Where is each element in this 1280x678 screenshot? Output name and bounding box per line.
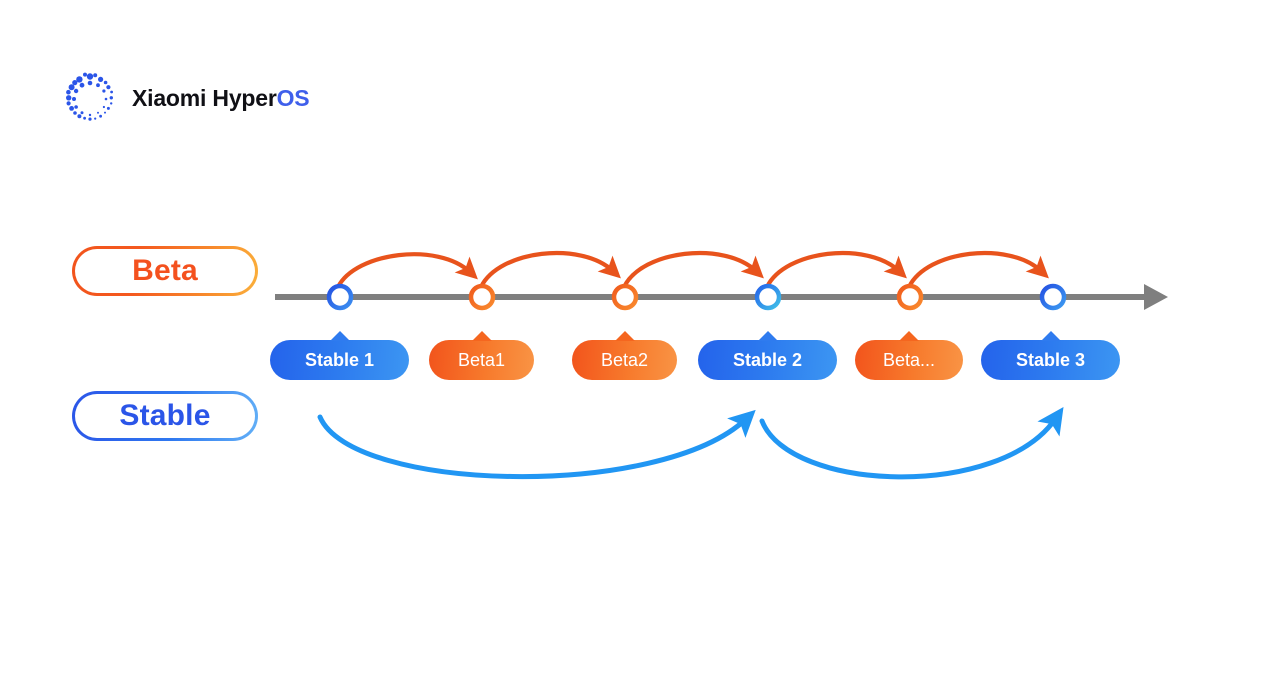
pill-tail-icon [899,331,919,341]
pill-tail-icon [329,331,350,341]
release-pill-label: Beta1 [457,349,506,370]
release-pill-label: Stable 1 [304,349,375,370]
brand-logo-block: Xiaomi HyperOS [62,70,310,126]
release-pill-label: Stable 3 [1015,349,1086,370]
legend-chip-stable[interactable]: Stable [72,391,258,441]
legend-chip-beta-label: Beta [132,254,198,287]
xiaomi-hyperos-dot-ring-icon [66,72,113,121]
timeline-node-ring-icon-stable-2[interactable] [754,283,782,311]
brand-name-primary: Xiaomi Hyper [132,84,277,111]
release-pill-beta-2[interactable]: Beta2 [572,331,677,380]
legend-chip-stable-label: Stable [119,399,211,432]
beta-hop-arrow-3 [621,250,764,290]
brand-name: Xiaomi HyperOS [132,84,310,112]
release-pill-label: Stable 2 [732,349,803,370]
beta-hop-arrow-5 [906,250,1049,290]
pill-tail-icon [1040,331,1061,341]
timeline-nodes [326,283,1067,311]
release-pill-beta-1[interactable]: Beta1 [429,331,534,380]
release-pill-stable-3[interactable]: Stable 3 [981,331,1120,380]
beta-hop-arrow-1 [335,252,478,290]
stable-hop-arrow-1 [317,409,756,480]
release-pill-stable-1[interactable]: Stable 1 [270,331,409,380]
timeline-node-ring-icon-stable-3[interactable] [1039,283,1067,311]
timeline-axis [275,284,1168,310]
brand-name-accent: OS [276,84,310,111]
beta-hop-arrow-2 [478,250,621,290]
release-pill-label: Beta2 [600,349,649,370]
pill-tail-icon [757,331,778,341]
timeline-arrow-right-icon [1144,284,1168,310]
release-pill-label: Beta... [882,349,936,370]
timeline-node-ring-icon-beta-2[interactable] [611,283,639,311]
pill-tail-icon [471,331,492,341]
release-pill-stable-2[interactable]: Stable 2 [698,331,837,380]
beta-hop-arrow-4 [764,250,907,290]
legend-chip-beta[interactable]: Beta [72,246,258,296]
timeline-node-ring-icon-beta-1[interactable] [468,283,496,311]
pill-tail-icon [614,331,635,341]
beta-flow-arrows [335,250,1049,290]
stable-flow-arrows [317,407,1064,480]
stable-hop-arrow-2 [759,407,1064,480]
timeline-node-ring-icon-beta-3[interactable] [896,283,924,311]
timeline-node-ring-icon-stable-1[interactable] [326,283,354,311]
release-pill-beta-3[interactable]: Beta... [855,331,963,380]
